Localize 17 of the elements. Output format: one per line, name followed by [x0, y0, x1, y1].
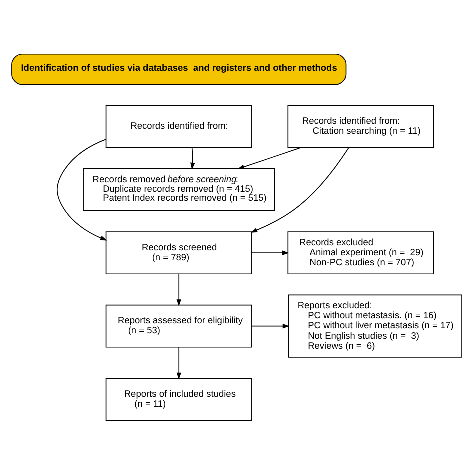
node-box: Reports of included studies (n = 11) — [106, 378, 252, 421]
node-box: Records screened (n = 789) — [106, 231, 252, 274]
node-box: Records identified from: Citation searching (n = 11) — [288, 104, 434, 148]
node-box: Reports assessed for eligibility (n = 53) — [106, 304, 252, 348]
arrow — [252, 250, 290, 255]
node-box: Records excluded Animal experiment (n = 29) Non-PC studies (n = 707) — [288, 231, 434, 274]
arrow — [238, 146, 302, 169]
arrow — [176, 273, 182, 306]
node-box: Identification of studies via databases and registers and other methods — [12, 53, 347, 85]
node-box: Reports excluded: PC without metastasis. (n = 16) PC without liver metastasis (n = 17) Not English studies (n = 3) Reviews (n = 6) — [288, 294, 462, 358]
arrow — [56, 138, 108, 240]
arrow — [190, 147, 196, 170]
arrow — [250, 147, 350, 232]
arrow — [252, 323, 290, 328]
node-box: Records removed before screening: Duplicate records removed (n = 415) Patent Index records removed (n = 515) — [83, 168, 276, 211]
node-box: Records identified from: — [106, 104, 252, 148]
arrow — [176, 346, 182, 380]
